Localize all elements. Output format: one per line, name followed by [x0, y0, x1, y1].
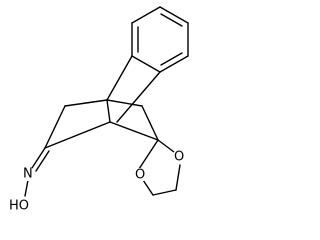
- ketal-oxygen-lower-label: O: [135, 168, 145, 183]
- molecule-drawing: N HO O O: [9, 6, 189, 214]
- bond: [106, 55, 133, 101]
- bond: [142, 179, 154, 196]
- oxime-nitrogen-label: N: [23, 167, 33, 182]
- dioxolane-ring: [138, 139, 181, 196]
- chemical-structure-diagram: N HO O O: [9, 6, 189, 214]
- bond: [109, 121, 159, 141]
- oxime-group: [24, 147, 50, 197]
- bond: [64, 99, 108, 107]
- bond: [44, 121, 111, 149]
- ketal-oxygen-upper-label: O: [174, 150, 184, 165]
- bond: [116, 71, 161, 123]
- bond: [106, 99, 111, 123]
- hydroxyl-label: HO: [9, 199, 29, 214]
- benzene-ring: [131, 6, 189, 73]
- double-bond: [35, 150, 50, 172]
- aromatic-inner-bond: [160, 52, 183, 66]
- bond: [131, 6, 161, 24]
- bond: [141, 105, 159, 141]
- bond: [175, 164, 181, 191]
- bond: [152, 189, 177, 196]
- atom-labels: N HO O O: [9, 150, 186, 214]
- bond: [106, 99, 143, 107]
- aromatic-inner-bond: [160, 13, 183, 27]
- bond: [157, 139, 175, 153]
- bond: [159, 6, 189, 24]
- bond: [159, 55, 189, 73]
- bond: [131, 55, 161, 73]
- bond: [44, 105, 66, 149]
- bond: [31, 147, 46, 169]
- bridged-skeleton: [44, 55, 161, 149]
- bond: [24, 179, 29, 197]
- bond: [138, 139, 159, 170]
